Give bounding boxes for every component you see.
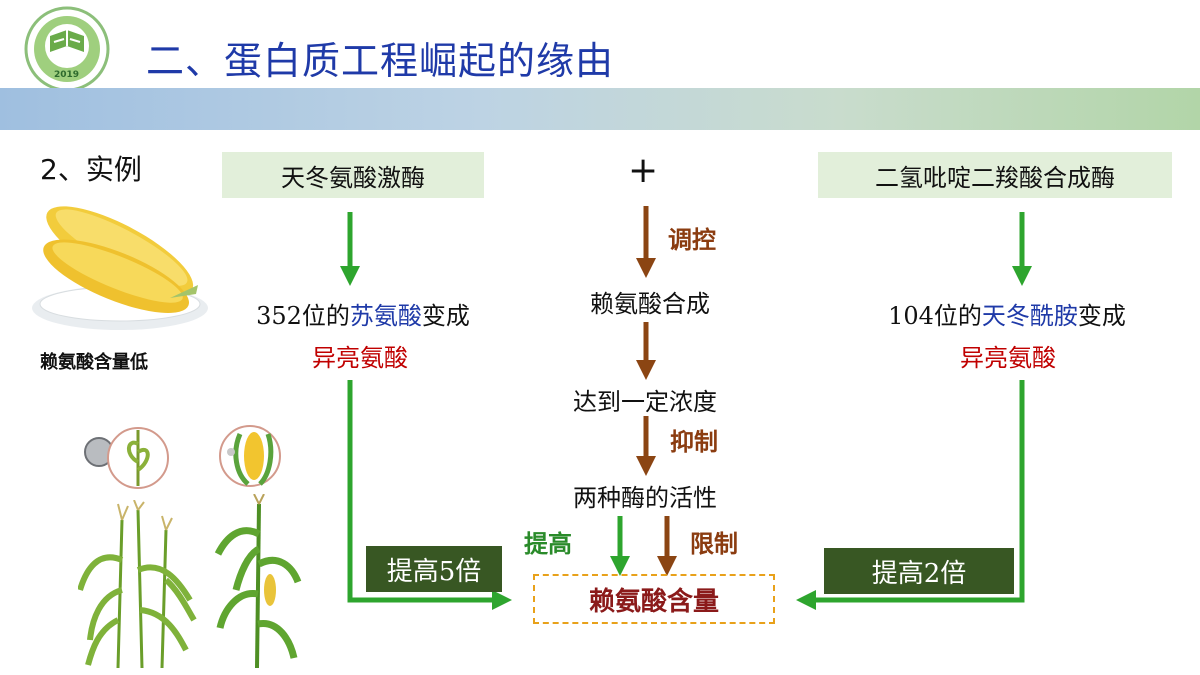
- corn-plant-tall: [212, 494, 302, 670]
- section-heading: 2、实例: [40, 153, 142, 186]
- page-title: 二、蛋白质工程崛起的缘由: [146, 39, 615, 83]
- inhibit-label: 抑制: [670, 427, 718, 456]
- logo-year: 2019: [54, 70, 80, 80]
- left-elbow-arrow: [347, 380, 512, 610]
- corn-cob-icon: [218, 422, 282, 492]
- logo: 2019: [22, 6, 112, 92]
- result-box: 赖氨酸含量: [533, 574, 775, 624]
- limit-label: 限制: [690, 529, 738, 558]
- activity-text: 两种酶的活性: [573, 484, 717, 512]
- left-mutation-line: 352位的苏氨酸变成: [218, 296, 508, 331]
- concentration-text: 达到一定浓度: [573, 388, 717, 416]
- right-mutation-from: 天冬酰胺: [981, 302, 1078, 330]
- left-mutation-to: 异亮氨酸: [312, 344, 408, 372]
- right-mutation-suffix: 变成: [1077, 302, 1126, 330]
- plus-sign: +: [628, 150, 659, 191]
- left-mutation-from: 苏氨酸: [349, 302, 422, 330]
- left-mutation-suffix: 变成: [421, 302, 470, 330]
- right-elbow-arrow: [796, 380, 1025, 610]
- left-mutation-prefix: 352位的: [256, 302, 350, 330]
- logo-emblem: [24, 6, 110, 92]
- corn-caption: 赖氨酸含量低: [40, 352, 148, 373]
- right-mutation-line: 104位的天冬酰胺变成: [846, 296, 1168, 331]
- corn-plant-short: [78, 500, 198, 670]
- right-enzyme-box: 二氢吡啶二羧酸合成酶: [818, 152, 1172, 198]
- right-increase-box: 提高2倍: [824, 548, 1014, 594]
- seed-coin-icon: [80, 424, 170, 494]
- right-mutation-prefix: 104位的: [888, 302, 982, 330]
- left-increase-box: 提高5倍: [366, 546, 502, 592]
- raise-label: 提高: [524, 529, 572, 558]
- header-band: [0, 88, 1200, 130]
- corn-image: [20, 190, 210, 340]
- left-enzyme-box: 天冬氨酸激酶: [222, 152, 484, 198]
- synthesis-text: 赖氨酸合成: [590, 290, 710, 318]
- right-mutation-to: 异亮氨酸: [960, 344, 1056, 372]
- regulate-label: 调控: [668, 225, 716, 254]
